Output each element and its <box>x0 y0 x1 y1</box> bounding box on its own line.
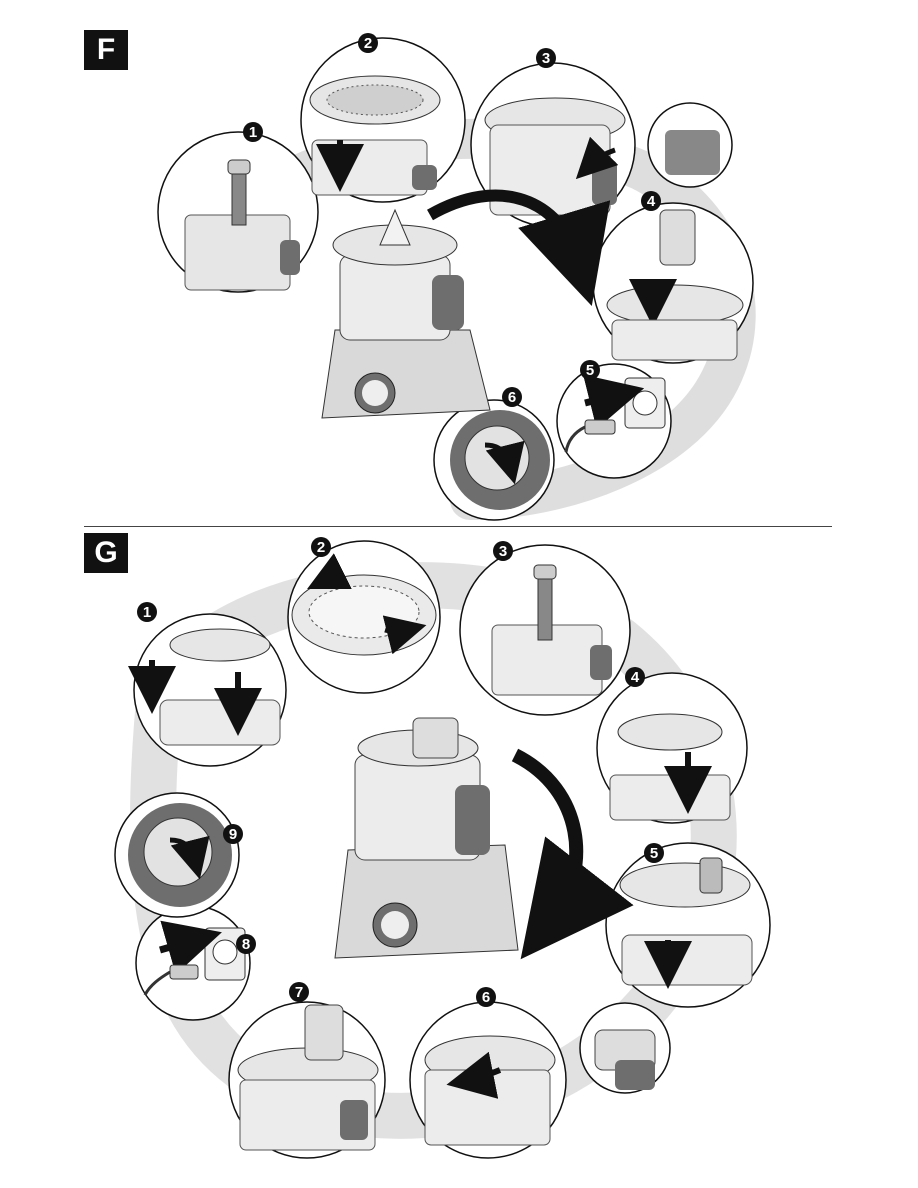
g-step-6-panel <box>410 1002 670 1158</box>
g-step-7-number: 7 <box>295 984 303 1001</box>
f-step-1-panel <box>158 132 318 292</box>
f-step-3-badge: 3 <box>536 48 556 68</box>
g-step-1-panel <box>134 614 286 766</box>
g-rotation-arrow <box>515 755 576 915</box>
g-step-5-panel <box>606 843 770 1007</box>
f-step-2-panel <box>301 38 465 202</box>
g-step-6-number: 6 <box>482 989 490 1006</box>
g-step-8-number: 8 <box>242 936 250 953</box>
g-step-3-panel <box>460 545 630 715</box>
g-step-9-panel <box>115 793 239 917</box>
f-step-5-panel <box>557 364 671 478</box>
g-step-7-badge: 7 <box>289 982 309 1002</box>
g-step-4-panel <box>597 673 747 823</box>
g-step-4-badge: 4 <box>625 667 645 687</box>
f-step-3-number: 3 <box>542 50 550 67</box>
g-step-4-number: 4 <box>631 669 640 686</box>
f-step-5-badge: 5 <box>580 360 600 380</box>
g-step-6-badge: 6 <box>476 987 496 1007</box>
f-step-2-badge: 2 <box>358 33 378 53</box>
g-step-2-badge: 2 <box>311 537 331 557</box>
g-step-9-number: 9 <box>229 826 237 843</box>
g-step-3-number: 3 <box>499 543 507 560</box>
g-step-5-number: 5 <box>650 845 658 862</box>
g-step-8-badge: 8 <box>236 934 256 954</box>
f-step-4-number: 4 <box>647 193 656 210</box>
g-step-8-panel <box>136 906 250 1020</box>
f-center-appliance <box>322 210 490 418</box>
g-step-5-badge: 5 <box>644 843 664 863</box>
g-step-3-badge: 3 <box>493 541 513 561</box>
f-step-6-panel <box>434 400 554 520</box>
f-step-1-badge: 1 <box>243 122 263 142</box>
f-step-4-badge: 4 <box>641 191 661 211</box>
f-step-6-number: 6 <box>508 389 516 406</box>
f-step-2-number: 2 <box>364 35 372 52</box>
g-step-2-panel <box>288 541 440 693</box>
f-step-1-number: 1 <box>249 124 257 141</box>
g-step-1-badge: 1 <box>137 602 157 622</box>
f-step-4-panel <box>593 203 753 363</box>
f-step-6-badge: 6 <box>502 387 522 407</box>
g-step-9-badge: 9 <box>223 824 243 844</box>
g-center-appliance <box>335 718 518 958</box>
g-step-1-number: 1 <box>143 604 151 621</box>
f-step-5-number: 5 <box>586 362 594 379</box>
g-step-2-number: 2 <box>317 539 325 556</box>
g-step-7-panel <box>229 1002 385 1158</box>
